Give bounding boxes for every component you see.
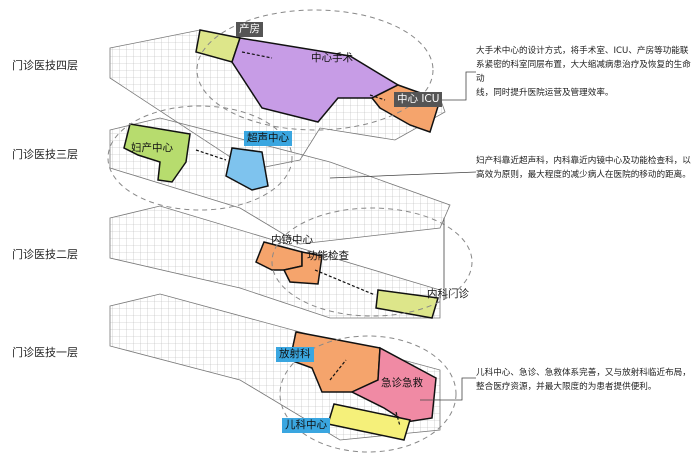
note-floor-1-line-2: 整合医疗资源，并最大限度的为患者提供便利。	[476, 382, 657, 392]
floor-1-plan	[109, 293, 457, 453]
tag-internal-med: 内科门诊	[427, 288, 469, 300]
note-floor-4-line-3: 线，同时提升医院运营及管理效率。	[476, 88, 614, 98]
floor-label-4: 门诊医技四层	[12, 59, 78, 72]
obstetrics-center-area	[123, 123, 191, 183]
internal-medicine-area	[375, 289, 439, 319]
note-floor-3-line-2: 高效为原则，最大程度的减少病人在医院的移动的距离。	[476, 170, 691, 180]
floor-4-dashed-ellipse	[196, 9, 434, 131]
floor-label-2: 门诊医技二层	[12, 248, 78, 261]
note-floor-1-line-1: 儿科中心、急诊、急救体系完善，又与放射科临近布局，	[476, 368, 691, 378]
floor-4-plan	[109, 9, 446, 171]
function-exam-area	[282, 251, 323, 285]
ultrasound-center-area	[225, 147, 269, 191]
note-floor-3-line-1: 妇产科靠近超声科，内科靠近内镜中心及功能检查科，以	[476, 156, 691, 166]
tag-endoscopy: 内镜中心	[271, 234, 313, 246]
note-floor-1: 儿科中心、急诊、急救体系完善，又与放射科临近布局， 整合医疗资源，并最大限度的为…	[476, 366, 696, 394]
tag-function-exam: 功能检查	[307, 250, 349, 262]
floor-1-dashed-ellipse	[279, 335, 457, 453]
tag-icu: 中心 ICU	[394, 92, 443, 107]
note-floor-3: 妇产科靠近超声科，内科靠近内镜中心及功能检查科，以 高效为原则，最大程度的减少病…	[476, 154, 696, 182]
tag-pediatrics: 儿科中心	[282, 418, 330, 433]
floor-3-plan	[107, 105, 451, 245]
pediatrics-area	[327, 403, 411, 441]
floor-3-dashed-ellipse	[107, 105, 293, 211]
note-floor-4: 大手术中心的设计方式，将手术室、ICU、产房等功能联 系紧密的科室同层布置，大大…	[476, 44, 696, 100]
tag-chanfang: 产房	[236, 22, 263, 37]
floor-2-dashed-ellipse	[271, 207, 473, 317]
tag-obstetrics: 妇产中心	[131, 142, 173, 154]
note-leaders	[329, 71, 477, 401]
surgery-center-area	[231, 37, 400, 123]
tag-emergency: 急诊急救	[381, 377, 423, 389]
floor-label-3: 门诊医技三层	[12, 148, 78, 161]
floor-label-1: 门诊医技一层	[12, 346, 78, 359]
tag-surgery-center: 中心手术	[311, 52, 353, 64]
tag-ultrasound: 超声中心	[244, 131, 292, 146]
floor-2-plan	[109, 205, 473, 319]
tag-radiology: 放射科	[276, 347, 314, 362]
emergency-area	[350, 346, 437, 423]
note-floor-4-line-1: 大手术中心的设计方式，将手术室、ICU、产房等功能联	[476, 46, 689, 56]
note-floor-4-line-2: 系紧密的科室同层布置，大大缩减病患治疗及恢复的生命动	[476, 60, 691, 84]
